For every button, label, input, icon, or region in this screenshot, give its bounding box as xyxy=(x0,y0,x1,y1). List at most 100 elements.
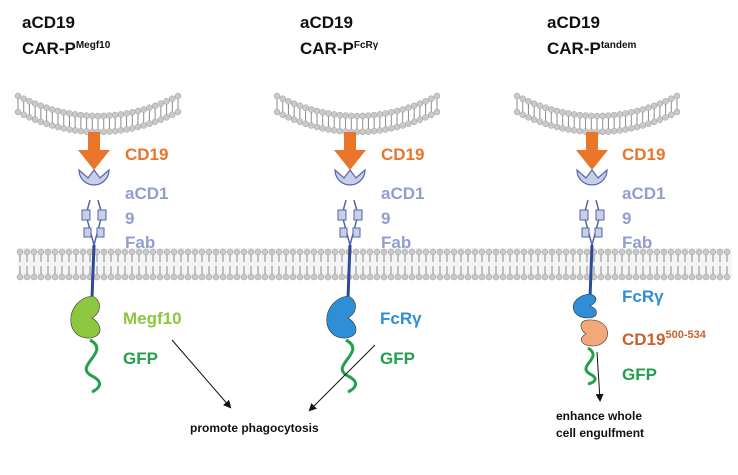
lipid-head xyxy=(429,248,437,256)
lipid-head xyxy=(359,112,366,120)
lipid-head xyxy=(645,104,652,111)
lipid-head xyxy=(191,248,199,256)
lipid-head xyxy=(240,273,248,281)
domain-label-gfp: GFP xyxy=(123,349,158,368)
lipid-head xyxy=(433,108,441,116)
fab-label-2: 9 xyxy=(381,209,390,228)
cd19-domain-text: CD19 xyxy=(622,330,665,349)
lipid-head xyxy=(436,248,444,256)
lipid-head xyxy=(628,109,635,116)
lipid-head xyxy=(520,248,528,256)
lipid-head xyxy=(548,248,556,256)
fcr-domain xyxy=(326,295,357,339)
lipid-head xyxy=(506,273,514,281)
lipid-head xyxy=(709,248,717,256)
lipid-head xyxy=(702,248,710,256)
panel-title-line2: CAR-PMegf10 xyxy=(22,39,111,58)
lipid-head xyxy=(541,248,549,256)
lipid-head xyxy=(410,102,418,110)
lipid-head xyxy=(117,111,125,118)
lipid-head xyxy=(471,273,479,281)
lipid-head xyxy=(410,118,418,126)
lipid-head xyxy=(610,111,618,119)
lipid-head xyxy=(302,104,309,111)
lipid-head xyxy=(373,248,381,256)
lipid-head xyxy=(588,112,595,120)
lipid-head xyxy=(282,248,290,256)
lipid-head xyxy=(583,248,591,256)
lipid-head xyxy=(656,116,664,123)
lipid-head xyxy=(157,116,165,123)
lipid-head xyxy=(415,273,423,281)
lipid-head xyxy=(485,248,493,256)
ligand-label: CD19 xyxy=(381,145,424,164)
domain-label-fcr: FcRγ xyxy=(622,287,664,306)
lipid-head xyxy=(650,118,658,126)
lipid-head xyxy=(499,248,507,256)
fab-binding-head xyxy=(78,168,110,186)
gfp-tail xyxy=(340,338,357,394)
lipid-head xyxy=(170,248,178,256)
lipid-head xyxy=(37,118,45,126)
lipid-head xyxy=(205,248,213,256)
lipid-head xyxy=(331,248,339,256)
lipid-head xyxy=(565,126,572,133)
lipid-head xyxy=(530,100,538,107)
lipid-head xyxy=(117,127,125,134)
lipid-head xyxy=(296,248,304,256)
lipid-head xyxy=(273,108,281,116)
lipid-head xyxy=(616,127,624,134)
fab-domain-box xyxy=(352,227,361,238)
lipid-head xyxy=(290,100,298,107)
lipid-head xyxy=(388,109,395,116)
lipid-head xyxy=(562,248,570,256)
lipid-head xyxy=(198,248,206,256)
lipid-head xyxy=(611,273,619,281)
lipid-head xyxy=(317,273,325,281)
lipid-head xyxy=(72,273,80,281)
lipid-head xyxy=(308,122,315,129)
lipid-head xyxy=(399,106,406,113)
target-membrane xyxy=(273,92,441,136)
lipid-head xyxy=(100,248,108,256)
lipid-head xyxy=(723,248,731,256)
lipid-head xyxy=(593,112,601,120)
lipid-head xyxy=(716,248,724,256)
lipid-head xyxy=(60,125,67,132)
lipid-head xyxy=(285,98,292,105)
lipid-head xyxy=(308,106,315,113)
panel-fcr: aCD19 CAR-PFcRγ CD19 aCD1 9 Fab FcRγ GFP xyxy=(300,13,424,368)
lipid-head xyxy=(485,273,493,281)
lipid-head xyxy=(559,109,566,116)
fab-binding-head xyxy=(334,168,366,186)
lipid-head xyxy=(365,112,372,119)
fab-label-2: 9 xyxy=(622,209,631,228)
lipid-head xyxy=(709,273,717,281)
lipid-head xyxy=(163,98,170,105)
lipid-head xyxy=(569,273,577,281)
lipid-head xyxy=(366,273,374,281)
lipid-head xyxy=(625,273,633,281)
lipid-head xyxy=(433,92,441,100)
lipid-head xyxy=(388,125,395,132)
target-cell-membranes xyxy=(14,92,681,136)
lipid-head xyxy=(353,112,361,120)
lipid-head xyxy=(23,273,31,281)
lipid-head xyxy=(146,104,153,111)
lipid-head xyxy=(464,273,472,281)
lipid-head xyxy=(169,111,176,119)
lipid-head xyxy=(373,273,381,281)
lipid-head xyxy=(330,127,338,134)
lipid-head xyxy=(387,248,395,256)
fab-domain-box xyxy=(339,227,348,238)
lipid-head xyxy=(422,98,429,105)
lipid-head xyxy=(667,273,675,281)
lipid-head xyxy=(394,248,402,256)
lipid-head xyxy=(553,123,561,131)
lipid-head xyxy=(336,111,344,119)
panel-title-superscript: tandem xyxy=(601,40,637,51)
lipid-head xyxy=(632,248,640,256)
lipid-head xyxy=(156,273,164,281)
lipid-head xyxy=(325,110,332,117)
lipid-head xyxy=(142,248,150,256)
